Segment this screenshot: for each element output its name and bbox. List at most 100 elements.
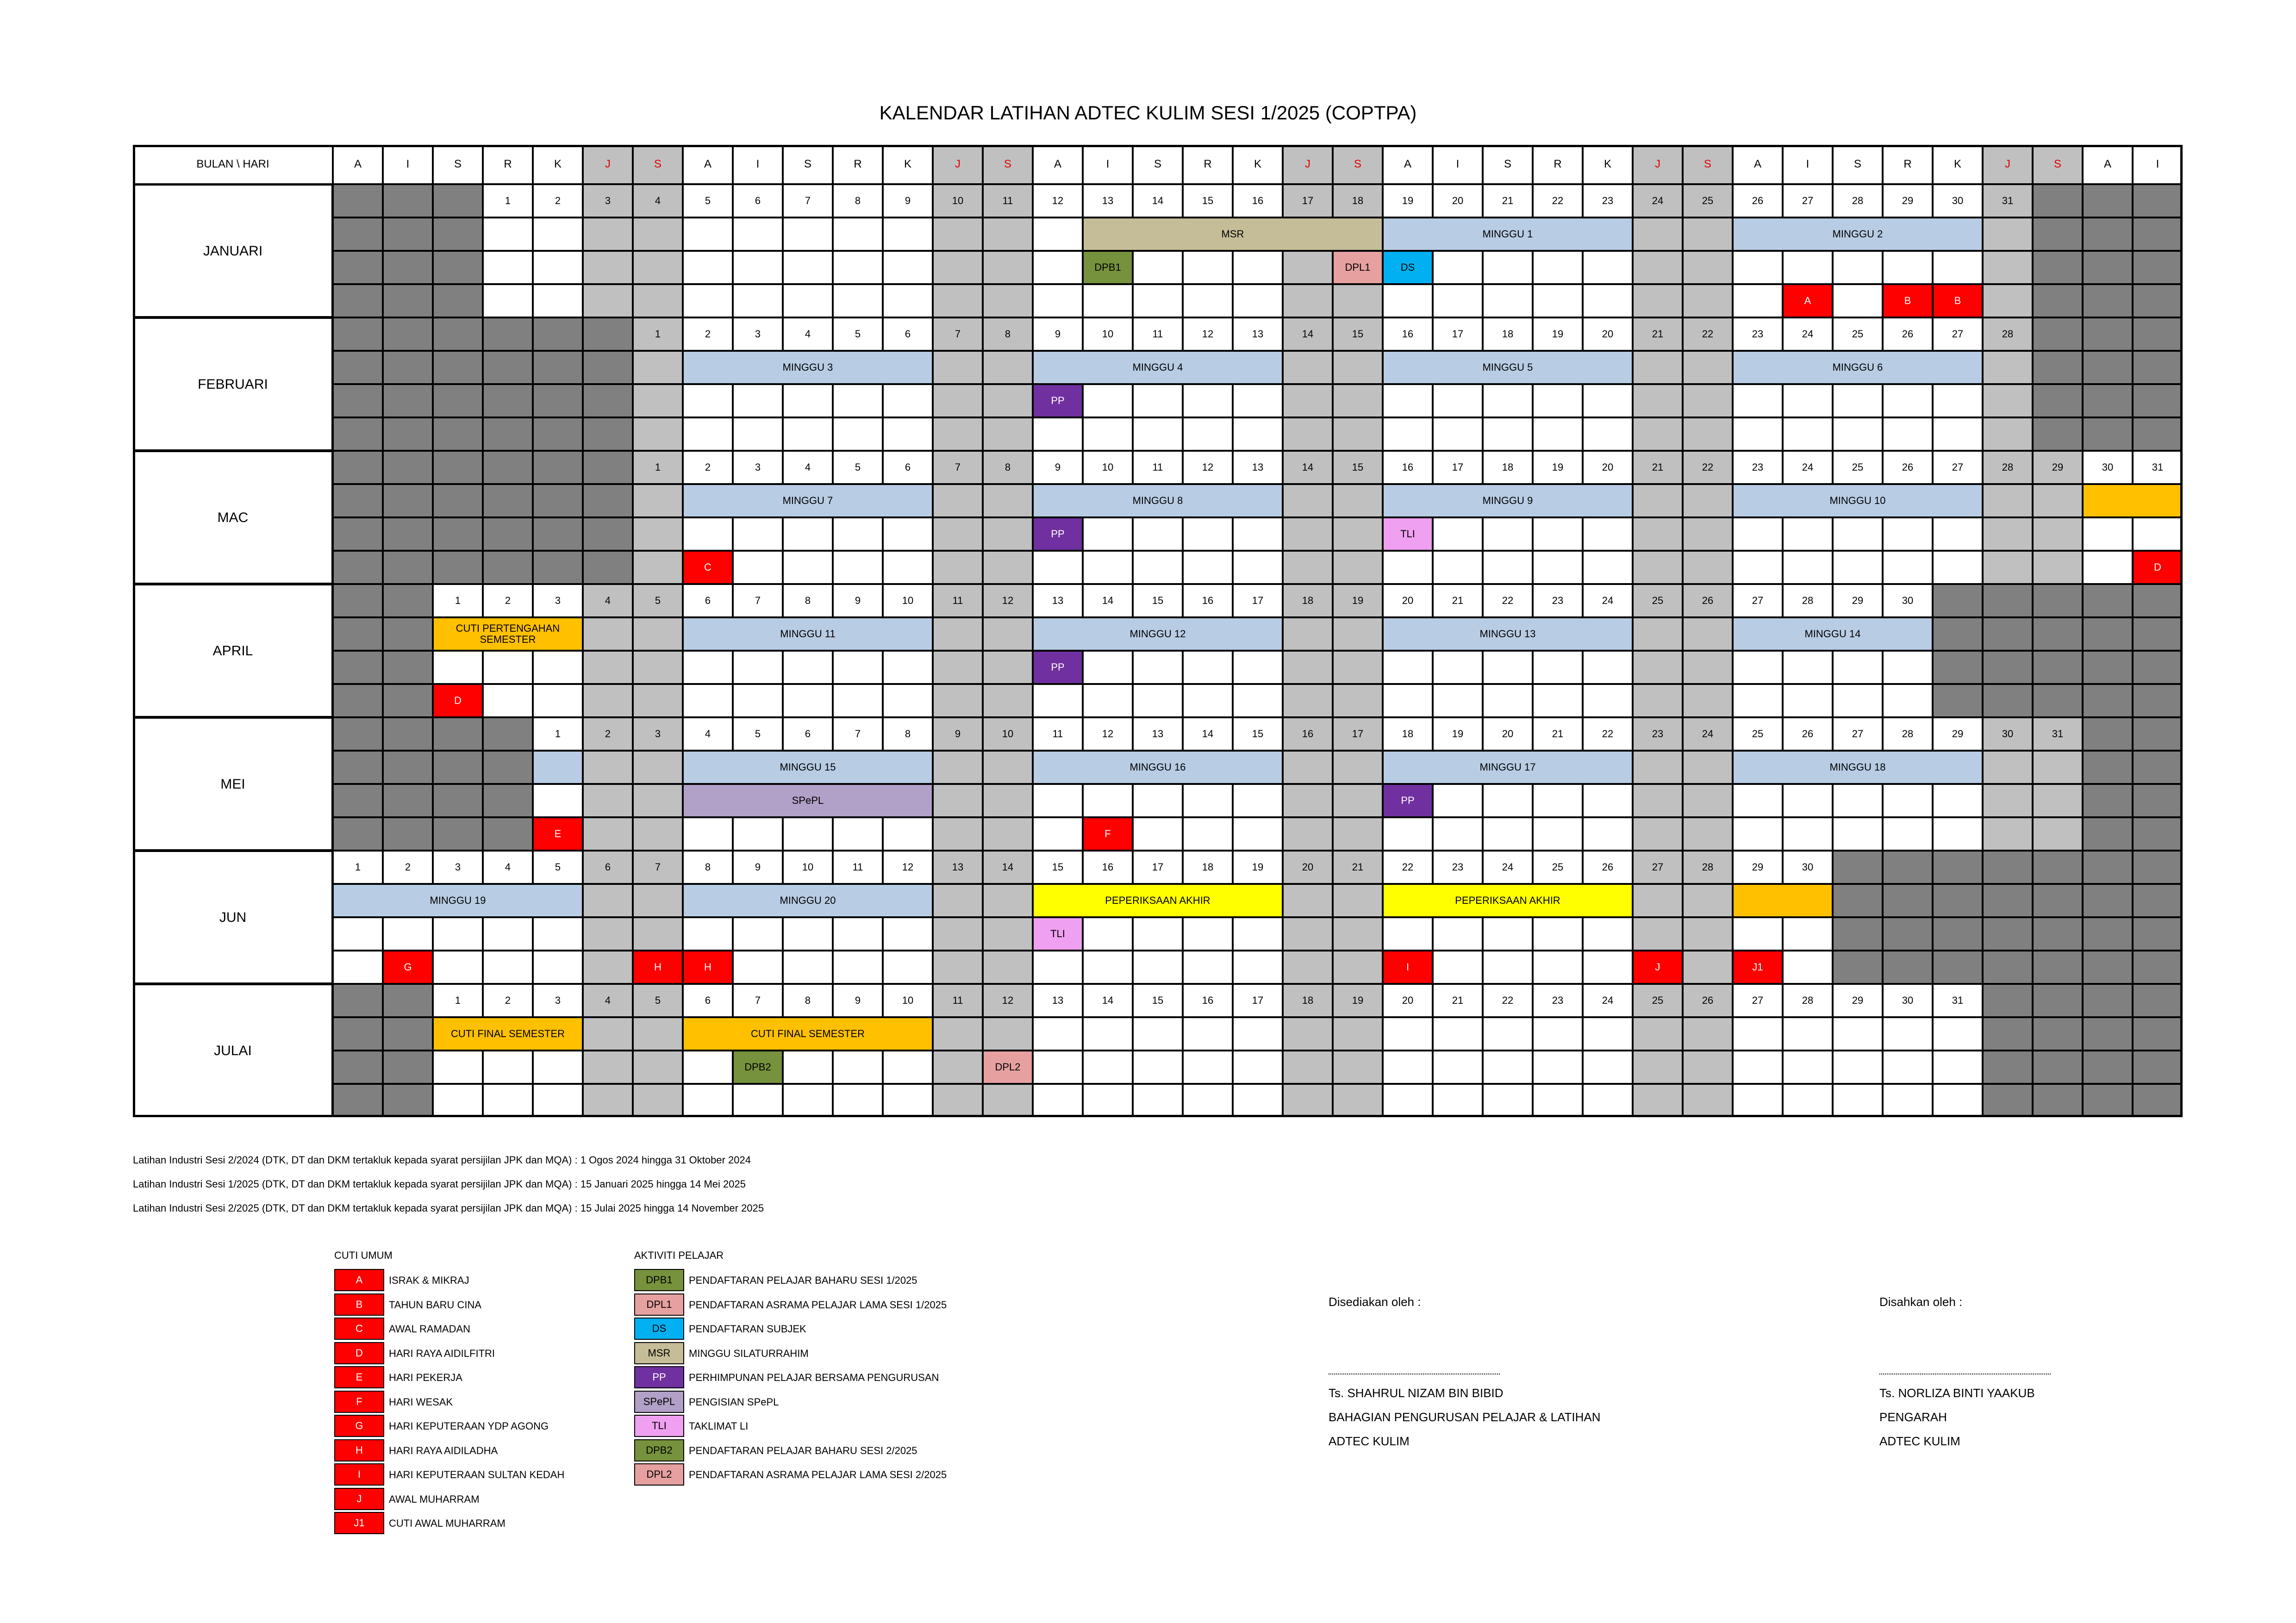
day-cell <box>2133 884 2183 917</box>
day-cell <box>983 917 1033 951</box>
day-cell <box>333 417 383 451</box>
day-cell <box>1983 884 2033 917</box>
day-cell <box>533 251 583 284</box>
day-cell <box>383 218 433 251</box>
event-block <box>2083 484 2183 517</box>
day-cell <box>433 1084 483 1117</box>
day-cell <box>1083 684 1133 717</box>
date-cell: 23 <box>1633 717 1683 751</box>
legend-cuti-title: CUTI UMUM <box>334 1250 393 1261</box>
day-cell <box>1483 817 1533 851</box>
day-cell <box>2133 951 2183 984</box>
day-cell <box>433 717 483 751</box>
day-cell <box>1333 1051 1383 1084</box>
day-cell <box>583 1084 633 1117</box>
day-letter: I <box>1433 145 1483 184</box>
day-letter: K <box>883 145 933 184</box>
event-block: D <box>2133 551 2183 584</box>
day-cell <box>633 1017 683 1051</box>
date-cell: 9 <box>1033 317 1083 351</box>
day-cell <box>633 884 683 917</box>
date-cell: 10 <box>983 717 1033 751</box>
day-letter: A <box>333 145 383 184</box>
date-cell: 2 <box>483 984 533 1017</box>
day-cell <box>1633 817 1683 851</box>
day-cell <box>783 917 833 951</box>
legend-code-box: SPePL <box>634 1390 684 1413</box>
day-cell <box>2083 884 2133 917</box>
day-cell <box>1333 417 1383 451</box>
date-cell: 15 <box>1183 184 1233 218</box>
day-cell <box>783 284 833 317</box>
day-cell <box>1983 1084 2033 1117</box>
header-label: BULAN \ HARI <box>133 145 333 184</box>
event-block: DPL1 <box>1333 251 1383 284</box>
day-cell <box>683 384 733 417</box>
day-cell <box>1283 517 1333 551</box>
day-cell <box>333 484 383 517</box>
day-cell <box>1933 251 1983 284</box>
event-block: CUTI FINAL SEMESTER <box>433 1017 583 1051</box>
date-cell: 29 <box>1733 851 1783 884</box>
day-cell <box>583 917 633 951</box>
day-cell <box>1833 551 1883 584</box>
day-cell <box>1133 1084 1183 1117</box>
day-cell <box>2083 851 2133 884</box>
event-block: PP <box>1033 651 1083 684</box>
day-cell <box>1283 251 1333 284</box>
day-cell <box>383 717 433 751</box>
day-cell <box>1883 384 1933 417</box>
day-cell <box>433 317 483 351</box>
day-cell <box>883 817 933 851</box>
day-cell <box>1383 417 1433 451</box>
day-cell <box>1883 551 1933 584</box>
signature-name: Ts. SHAHRUL NIZAM BIN BIBID <box>1329 1386 1504 1400</box>
event-block: E <box>533 817 583 851</box>
day-cell <box>1583 417 1633 451</box>
date-cell: 26 <box>1883 451 1933 484</box>
day-cell <box>1833 784 1883 817</box>
date-cell: 30 <box>1933 184 1983 218</box>
day-cell <box>1883 784 1933 817</box>
date-cell: 17 <box>1283 184 1333 218</box>
day-cell <box>333 717 383 751</box>
day-cell <box>933 284 983 317</box>
date-cell: 27 <box>1933 451 1983 484</box>
day-cell <box>1583 551 1633 584</box>
day-cell <box>583 484 633 517</box>
date-cell: 20 <box>1483 717 1533 751</box>
date-cell: 10 <box>783 851 833 884</box>
date-cell: 29 <box>1933 717 1983 751</box>
day-cell <box>483 218 533 251</box>
day-cell <box>1283 1051 1333 1084</box>
day-cell <box>683 517 733 551</box>
day-cell <box>483 1051 533 1084</box>
event-block: TLI <box>1033 917 1083 951</box>
date-cell: 25 <box>1833 451 1883 484</box>
day-cell <box>433 1051 483 1084</box>
date-cell: 21 <box>1533 717 1583 751</box>
day-cell <box>1683 684 1733 717</box>
day-cell <box>2033 284 2083 317</box>
day-cell <box>1583 251 1633 284</box>
date-cell: 28 <box>1983 451 2033 484</box>
day-cell <box>333 984 383 1017</box>
day-cell <box>1233 517 1283 551</box>
day-letter: A <box>1733 145 1783 184</box>
legend-code-box: DS <box>634 1318 684 1340</box>
day-cell <box>783 951 833 984</box>
date-cell: 20 <box>1383 584 1433 617</box>
day-cell <box>1433 951 1483 984</box>
event-block: MINGGU 14 <box>1733 617 1933 651</box>
day-cell <box>983 817 1033 851</box>
day-cell <box>1983 1017 2033 1051</box>
day-cell <box>1633 417 1683 451</box>
day-cell <box>2033 317 2083 351</box>
day-cell <box>1583 517 1633 551</box>
day-cell <box>1533 784 1583 817</box>
day-cell <box>1033 784 1083 817</box>
date-cell: 16 <box>1383 451 1433 484</box>
day-cell <box>483 317 533 351</box>
event-block: MINGGU 8 <box>1033 484 1283 517</box>
day-cell <box>1533 1084 1583 1117</box>
